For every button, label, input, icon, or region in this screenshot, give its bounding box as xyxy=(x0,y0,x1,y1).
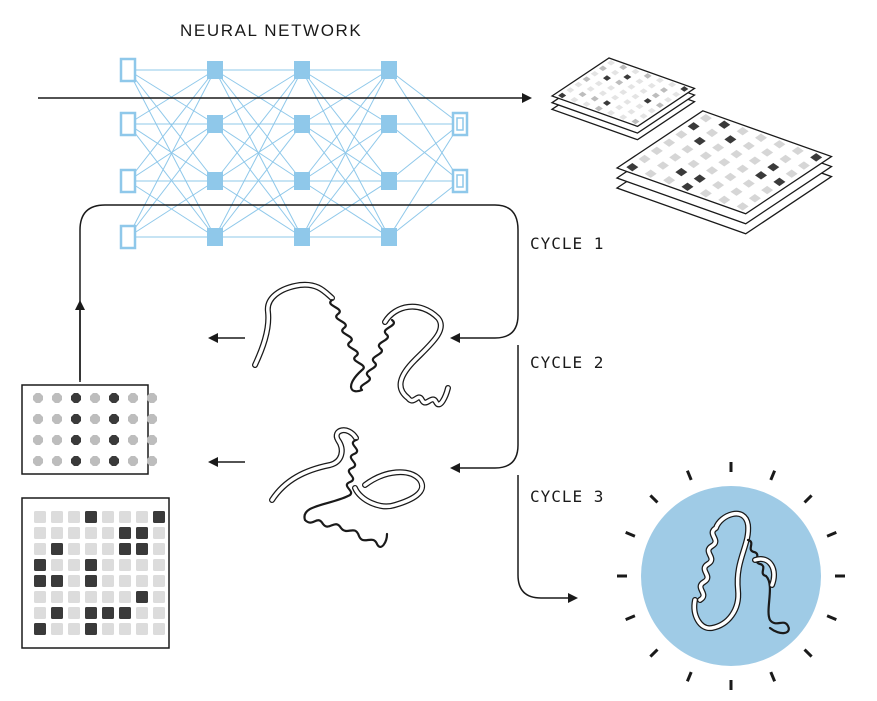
contact-map-icon xyxy=(21,497,170,649)
hidden-node-icon xyxy=(207,61,223,79)
cycle2-arrow xyxy=(450,345,519,473)
cycle-3-label: CYCLE 3 xyxy=(530,487,605,506)
network-connections xyxy=(127,69,461,238)
hidden-node-icon xyxy=(207,228,223,246)
network-title: NEURAL NETWORK xyxy=(180,21,363,40)
hidden-node-icon xyxy=(207,115,223,133)
output-distance-stack-large xyxy=(615,110,833,235)
input-node-icon xyxy=(119,111,137,137)
cycle-2-label: CYCLE 2 xyxy=(530,353,605,372)
hidden-node-icon xyxy=(381,172,397,190)
final-structure-highlight xyxy=(617,462,845,690)
hidden-node-icon xyxy=(294,115,310,133)
hidden-node-icon xyxy=(294,61,310,79)
output-distance-stack-small xyxy=(550,57,696,141)
hidden-node-icon xyxy=(294,228,310,246)
cycle-1-label: CYCLE 1 xyxy=(530,234,605,253)
hidden-node-icon xyxy=(381,61,397,79)
hidden-node-icon xyxy=(294,172,310,190)
protein-structure-icon xyxy=(269,427,425,549)
hidden-node-icon xyxy=(381,228,397,246)
input-node-icon xyxy=(119,224,137,250)
cycle3-arrow xyxy=(517,475,578,603)
network-nodes xyxy=(119,57,469,250)
distance-matrix-icon xyxy=(21,384,157,475)
feedback-loop-arrow xyxy=(79,204,519,380)
protein-structure-icon xyxy=(691,510,790,635)
protein-structure-icon xyxy=(252,281,451,408)
hidden-node-icon xyxy=(207,172,223,190)
hidden-node-icon xyxy=(381,115,397,133)
input-node-icon xyxy=(119,57,137,83)
input-node-icon xyxy=(119,168,137,194)
